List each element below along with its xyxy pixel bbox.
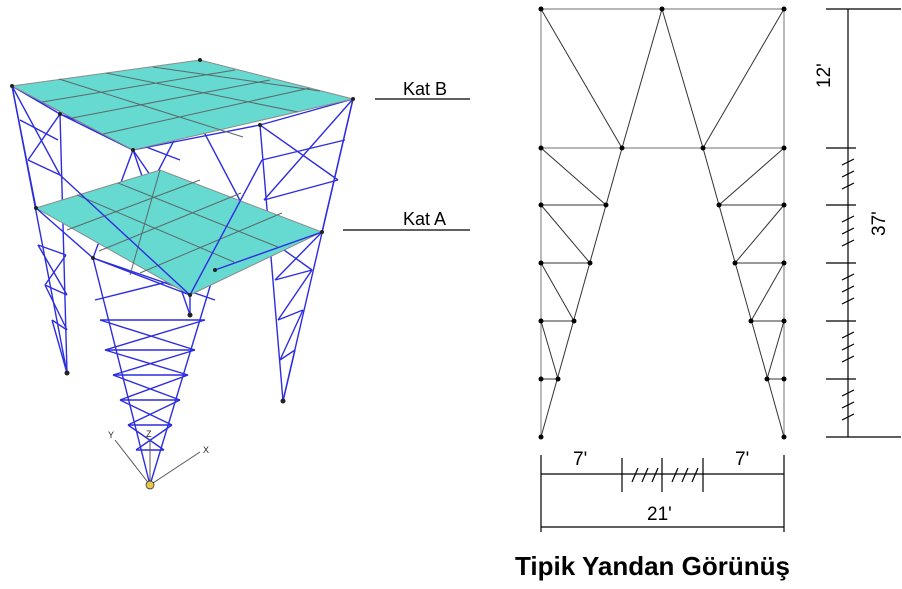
frame-nodes: [10, 58, 355, 404]
floor-label-kat-a: Kat A: [403, 209, 446, 229]
dimension-total-width: 21': [647, 504, 672, 525]
floor-label-kat-b: Kat B: [403, 79, 447, 99]
slab-kat-a: [34, 169, 324, 296]
dimension-top-height: 12': [814, 63, 835, 88]
isometric-structure-view: Z Y X Kat B Kat A: [10, 58, 470, 490]
elevation-columns: [540, 8, 785, 437]
dimension-left-width: 7': [573, 449, 587, 470]
dimension-total-height: 37': [869, 211, 890, 236]
axis-label-x: X: [203, 445, 209, 455]
figure-caption: Tipik Yandan Görünüş: [515, 551, 790, 581]
width-dimension: [540, 455, 785, 532]
frame-front-members: [35, 159, 323, 315]
axis-label-y: Y: [108, 430, 114, 440]
axis-label-z: Z: [146, 429, 152, 439]
elevation-truss: [540, 8, 785, 438]
coordinate-axes: Z Y X: [108, 429, 209, 490]
side-elevation-view: 12' 37' 7' 7' 21' Tipik Yandan Görünüş: [515, 6, 901, 581]
elevation-nodes: [538, 6, 787, 440]
height-dimension: [826, 8, 901, 438]
slab-kat-b: [10, 59, 354, 151]
floor-label-leaders: [343, 98, 470, 231]
dimension-right-width: 7': [735, 449, 749, 470]
frame-members: [11, 85, 354, 486]
